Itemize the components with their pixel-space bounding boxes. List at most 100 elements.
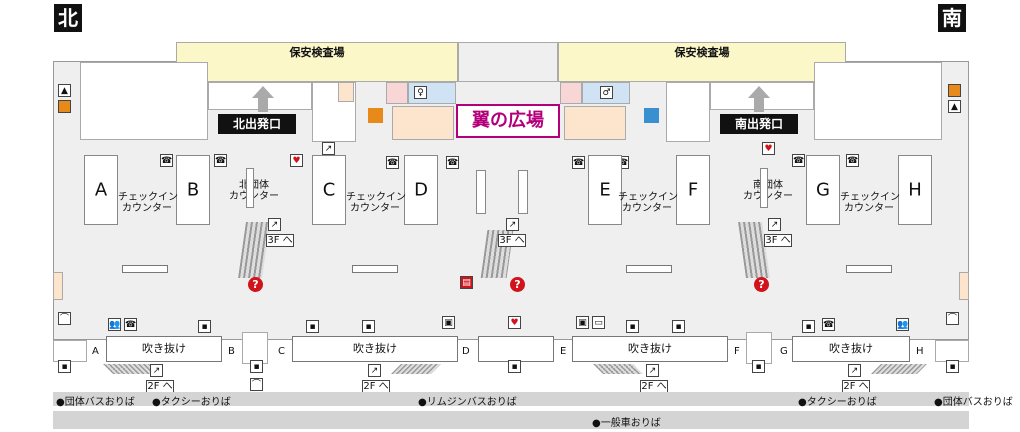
pillar [518, 170, 528, 214]
restroom-icon [948, 84, 961, 97]
escalator-icon: ↗ [848, 364, 861, 377]
checkin-label: チェックイン カウンター [118, 192, 178, 214]
escalator-2f[interactable] [871, 364, 927, 374]
shop-block [386, 82, 408, 104]
escalator-2f[interactable] [593, 364, 643, 374]
locker-icon: ▪ [508, 360, 521, 373]
restroom-icon: ♀ [414, 86, 427, 99]
escalator-icon: ↗ [646, 364, 659, 377]
void-area: 吹き抜け [572, 336, 728, 362]
bench [626, 265, 672, 273]
locker-icon: ▪ [752, 360, 765, 373]
information-icon[interactable]: ? [754, 277, 769, 292]
atm-icon: ▭ [592, 316, 605, 329]
group-bus-stop-south[interactable]: ●団体バスおりば [934, 397, 1013, 408]
void-area [478, 336, 554, 362]
gate-f[interactable]: F [734, 346, 740, 357]
gate-c[interactable]: C [278, 346, 285, 357]
restroom-icon [58, 100, 71, 113]
central-corridor [458, 42, 558, 82]
vending-icon: ▣ [442, 316, 455, 329]
escalator-icon: ↗ [268, 218, 281, 231]
locker-icon: ▪ [946, 360, 959, 373]
elevator-icon: ▲ [948, 100, 961, 113]
security-area-north[interactable]: 保安検査場 [176, 42, 458, 82]
exit-arrow-icon [258, 98, 268, 112]
gate-a[interactable]: A [92, 346, 99, 357]
void-area: 吹き抜け [792, 336, 910, 362]
checkin-label: チェックイン カウンター [618, 192, 678, 214]
gate-g[interactable]: G [780, 346, 788, 357]
floor-tag-3f: 3F へ [266, 234, 294, 247]
checkin-counter-c[interactable]: C [312, 155, 346, 225]
gate-b[interactable]: B [228, 346, 235, 357]
wall-block [53, 340, 87, 362]
limousine-bus-stop[interactable]: ●リムジンバスおりば [418, 397, 517, 408]
smoking-icon: ⌒ [946, 312, 959, 325]
vending-icon: ▣ [576, 316, 589, 329]
checkin-counter-a[interactable]: A [84, 155, 118, 225]
taxi-stop-north[interactable]: ●タクシーおりば [152, 397, 231, 408]
locker-icon: ▪ [672, 320, 685, 333]
gate-h[interactable]: H [916, 346, 924, 357]
checkin-counter-g[interactable]: G [806, 155, 840, 225]
restroom-icon: 👥 [896, 318, 909, 331]
information-icon[interactable]: ? [248, 277, 263, 292]
wall-block [666, 82, 710, 142]
shop-block [392, 106, 454, 140]
locker-icon: ▪ [58, 360, 71, 373]
escalator-icon: ↗ [506, 218, 519, 231]
shop-block [53, 272, 63, 300]
nursing-room-icon [644, 108, 659, 123]
checkin-counter-f[interactable]: F [676, 155, 710, 225]
wing-plaza-label[interactable]: 翼の広場 [456, 104, 560, 138]
escalator-icon: ↗ [322, 142, 335, 155]
checkin-counter-h[interactable]: H [898, 155, 932, 225]
wall-block [935, 340, 969, 362]
locker-icon: ▪ [362, 320, 375, 333]
taxi-stop-south[interactable]: ●タクシーおりば [798, 397, 877, 408]
south-departure-gate[interactable]: 南出発口 [720, 114, 798, 134]
shop-block [959, 272, 969, 300]
group-counter-north[interactable]: 北団体 カウンター [229, 180, 279, 202]
security-area-south[interactable]: 保安検査場 [558, 42, 846, 82]
escalator-icon: ↗ [368, 364, 381, 377]
phone-icon: ☎ [160, 154, 173, 167]
gate-e[interactable]: E [560, 346, 567, 357]
phone-icon: ☎ [446, 156, 459, 169]
bench [352, 265, 398, 273]
aed-icon: ♥ [762, 142, 775, 155]
locker-icon: ▪ [306, 320, 319, 333]
nursing-room-icon [368, 108, 383, 123]
north-departure-gate[interactable]: 北出発口 [218, 114, 296, 134]
group-counter-desk [246, 168, 254, 208]
escalator-2f[interactable] [391, 364, 441, 374]
locker-icon: ▪ [250, 360, 263, 373]
void-area: 吹き抜け [292, 336, 458, 362]
shop-block [564, 106, 626, 140]
group-counter-desk [760, 168, 768, 208]
aed-icon: ♥ [290, 154, 303, 167]
checkin-counter-b[interactable]: B [176, 155, 210, 225]
shop-block [338, 82, 354, 102]
checkin-counter-e[interactable]: E [588, 155, 622, 225]
south-marker: 南 [938, 4, 966, 32]
gate-d[interactable]: D [462, 346, 470, 357]
exit-arrow-icon [754, 98, 764, 112]
phone-icon: ☎ [846, 154, 859, 167]
checkin-counter-d[interactable]: D [404, 155, 438, 225]
phone-icon: ☎ [386, 156, 399, 169]
north-marker: 北 [54, 4, 82, 32]
road-general-lane [53, 411, 969, 429]
locker-icon: ▪ [198, 320, 211, 333]
general-car-stop[interactable]: ●一般車おりば [592, 418, 661, 429]
restroom-icon: ♂ [600, 86, 613, 99]
information-icon[interactable]: ? [510, 277, 525, 292]
group-counter-south[interactable]: 南団体 カウンター [743, 180, 793, 202]
escalator-icon: ↗ [150, 364, 163, 377]
group-bus-stop-north[interactable]: ●団体バスおりば [56, 397, 135, 408]
smoking-icon: ⌒ [250, 378, 263, 391]
escalator-icon: ↗ [768, 218, 781, 231]
shop-block [560, 82, 582, 104]
phone-icon: ☎ [822, 318, 835, 331]
